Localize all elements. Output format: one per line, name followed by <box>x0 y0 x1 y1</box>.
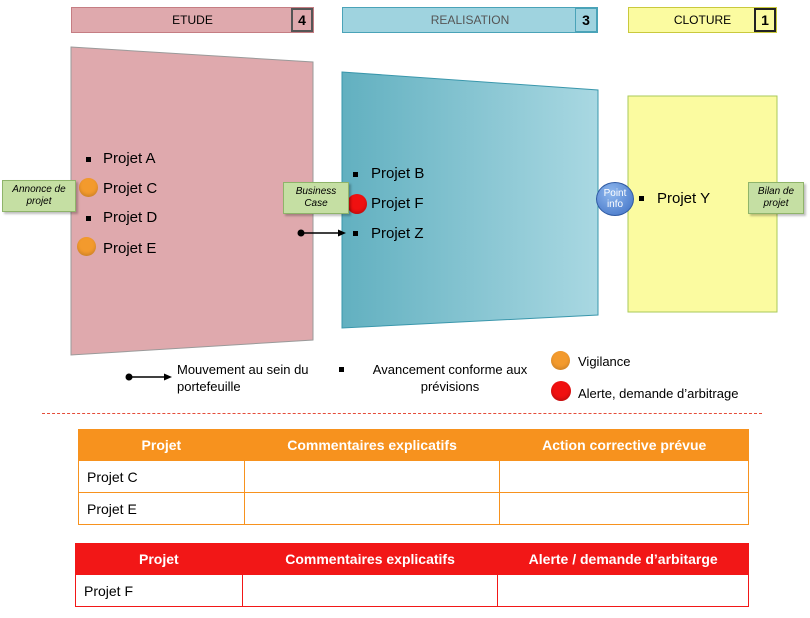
phase-realisation-count: 3 <box>575 8 597 32</box>
phase-realisation-label: REALISATION <box>430 13 510 27</box>
table-cell-comment <box>243 492 501 525</box>
legend-alerte-dot <box>551 381 571 401</box>
project-label: Projet C <box>103 180 158 197</box>
table-cell-comment <box>241 574 499 607</box>
project-label: Projet D <box>103 209 158 226</box>
column-header: Projet <box>78 429 245 461</box>
realisation-shape <box>341 71 599 329</box>
bullet-square <box>353 172 358 177</box>
movement-arrow-head <box>338 229 346 237</box>
table-cell-project: Projet E <box>78 492 245 525</box>
project-label: Projet Y <box>657 190 711 207</box>
column-header: Projet <box>75 543 243 575</box>
table-row: Projet C <box>78 460 749 493</box>
vigilance-dot <box>77 237 96 256</box>
legend-bullet-square <box>339 367 344 372</box>
project-label: Projet E <box>103 240 157 257</box>
table-cell-project: Projet F <box>75 574 243 607</box>
phase-etude-count: 4 <box>291 8 313 32</box>
alerte-dot <box>347 194 367 214</box>
table-header-row: Projet Commentaires explicatifs Alerte /… <box>75 543 749 575</box>
table-cell-action <box>499 492 749 525</box>
phase-cloture-header: CLOTURE 1 <box>628 7 777 33</box>
etude-shape <box>70 46 314 356</box>
project-label: Projet Z <box>371 225 424 242</box>
table-row: Projet E <box>78 492 749 525</box>
project-label: Projet F <box>371 195 424 212</box>
bullet-square <box>639 196 644 201</box>
phase-etude-label: ETUDE <box>172 13 213 27</box>
dashed-divider <box>42 413 762 414</box>
legend-alerte-text: Alerte, demande d’arbitrage <box>578 386 739 401</box>
table-cell-project: Projet C <box>78 460 245 493</box>
bullet-square <box>86 157 91 162</box>
bullet-square <box>353 231 358 236</box>
legend-vigilance-text: Vigilance <box>578 354 631 369</box>
legend-arrow-head <box>164 373 172 381</box>
vigilance-dot <box>79 178 98 197</box>
column-header: Commentaires explicatifs <box>243 429 501 461</box>
point-info-bubble: Point info <box>596 182 634 216</box>
table-cell-comment <box>243 460 501 493</box>
column-header: Alerte / demande d’arbitarge <box>497 543 749 575</box>
project-label: Projet B <box>371 165 425 182</box>
alerte-table: Projet Commentaires explicatifs Alerte /… <box>75 543 749 607</box>
table-row: Projet F <box>75 574 749 607</box>
vigilance-table: Projet Commentaires explicatifs Action c… <box>78 429 749 525</box>
phase-etude-header: ETUDE 4 <box>71 7 314 33</box>
phase-cloture-label: CLOTURE <box>673 13 732 27</box>
table-header-row: Projet Commentaires explicatifs Action c… <box>78 429 749 461</box>
bullet-square <box>86 216 91 221</box>
column-header: Commentaires explicatifs <box>241 543 499 575</box>
bilan-callout: Bilan de projet <box>748 182 804 214</box>
phase-shapes <box>70 46 778 381</box>
legend-vigilance-dot <box>551 351 570 370</box>
legend-conforme-text: Avancement conforme aux prévisions <box>372 362 528 394</box>
business-case-callout: Business Case <box>283 182 349 214</box>
table-cell-action <box>499 460 749 493</box>
annonce-callout: Annonce de projet <box>2 180 76 212</box>
phase-realisation-header: REALISATION 3 <box>342 7 598 33</box>
legend-movement-text: Mouvement au sein du portefeuille <box>177 362 309 394</box>
phase-cloture-count: 1 <box>754 8 776 32</box>
column-header: Action corrective prévue <box>499 429 749 461</box>
table-cell-alerte <box>497 574 749 607</box>
project-label: Projet A <box>103 150 156 167</box>
